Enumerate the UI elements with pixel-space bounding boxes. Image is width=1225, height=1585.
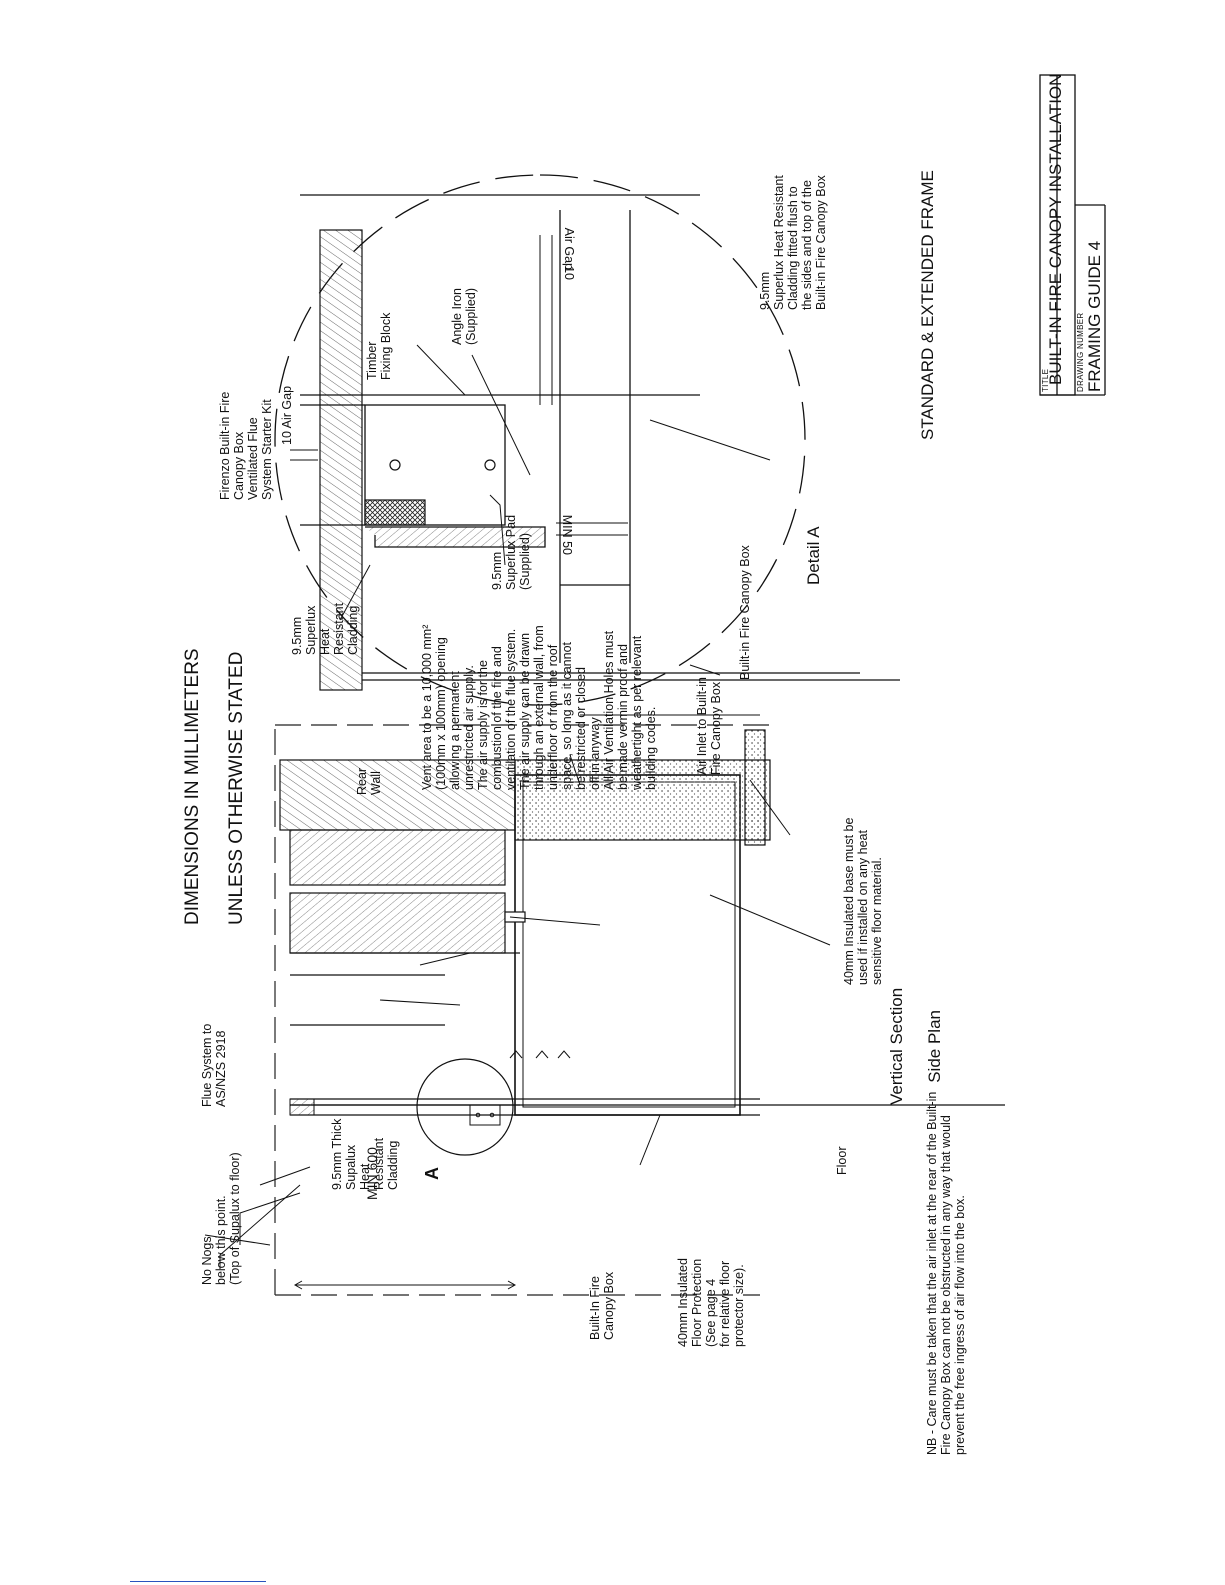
detail-angle-iron: Angle Iron (Supplied) (450, 288, 478, 345)
label-canopy-box: Built-In Fire Canopy Box (588, 1271, 616, 1340)
detail-timber: Timber Fixing Block (365, 312, 393, 380)
detail-air-gap-top: 10 Air Gap (280, 385, 294, 445)
detail-cladding: 9.5mm Superlux Heat Resistant Cladding (290, 602, 360, 655)
drawing-value: FRAMING GUIDE 4 (1085, 240, 1104, 392)
note-text: NB - Care must be taken that the air inl… (925, 1091, 967, 1455)
label-vent: Vent area to be a 10,000 mm² (100mm x 10… (420, 624, 658, 790)
detail-superlux-flush: 9.5mm Superlux Heat Resistant Cladding f… (758, 175, 828, 310)
detail-canopy-box: Built-in Fire Canopy Box (738, 545, 752, 680)
label-insulated-base: 40mm Insulated base must be used if inst… (842, 817, 884, 985)
vertical-section (204, 714, 1005, 1296)
detail-cladding (319, 229, 363, 691)
detail-marker-a: A (422, 1167, 442, 1180)
detail-a-boundary (274, 174, 806, 706)
section-title: Vertical Section Side Plan (868, 988, 944, 1105)
drawing-label: DRAWING NUMBER (1076, 312, 1085, 392)
dimension-min-600: MIN 600 (364, 1147, 380, 1200)
section-title-line2: Side Plan (925, 1010, 944, 1083)
detail-a (274, 174, 900, 706)
title-value: BUILT-IN FIRE CANOPY INSTALLATION (1046, 73, 1065, 385)
dimensions-heading: DIMENSIONS IN MILLIMETERS UNLESS OTHERWI… (160, 648, 248, 925)
label-kit: Firenzo Built-in Fire Canopy Box Ventila… (218, 391, 274, 500)
detail-min-50: MIN 50 (560, 514, 574, 555)
bottom-link-underline (130, 1581, 266, 1582)
title-block (1039, 74, 1106, 396)
frame-label: STANDARD & EXTENDED FRAME (918, 170, 937, 440)
detail-title: Detail A (804, 526, 823, 585)
label-air-inlet: Air Inlet to Built-in Fire Canopy Box (695, 677, 723, 775)
rear-wall-upper (289, 892, 506, 954)
label-floor-protection: 40mm Insulated Floor Protection (See pag… (676, 1258, 746, 1347)
rear-wall-lower (289, 829, 506, 886)
label-nogs: No Nogs below this point. (Top of Supalu… (200, 1152, 242, 1285)
angle-iron (365, 526, 546, 548)
detail-pad: 9.5mm Superlux Pad (Supplied) (490, 514, 532, 590)
dimensions-line2: UNLESS OTHERWISE STATED (226, 651, 247, 925)
timber-fixing-block (364, 404, 506, 526)
superlux-pad (364, 499, 426, 526)
detail-air-gap-right-text: Air Gap (562, 227, 576, 270)
section-title-line1: Vertical Section (887, 987, 906, 1105)
label-rear-wall: Rear Wall (355, 767, 383, 795)
label-flue: Flue System to AS/NZS 2918 (200, 1023, 228, 1107)
label-floor: Floor (835, 1146, 849, 1175)
detail-a-circle (416, 1058, 514, 1156)
dimensions-line1: DIMENSIONS IN MILLIMETERS (182, 648, 203, 925)
floor-hatch (279, 759, 516, 831)
